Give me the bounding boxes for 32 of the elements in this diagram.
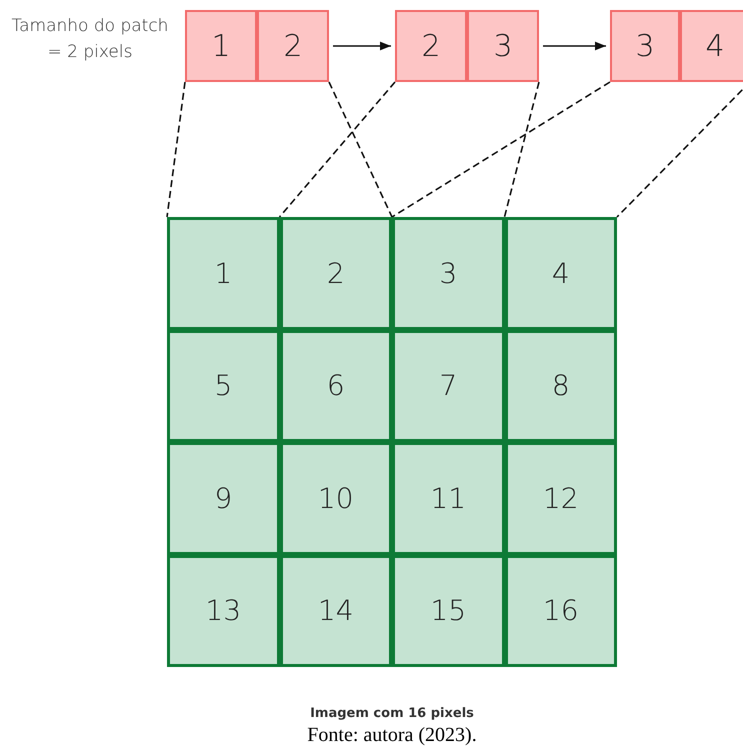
pixel-cell: 2 [280,217,392,330]
patch-cell: 1 [185,10,257,82]
source-caption: Fonte: autora (2023). [306,724,478,747]
pixel-cell: 3 [392,217,504,330]
pixel-cell: 14 [280,554,392,667]
arrow [333,42,391,50]
pixel-cell: 6 [280,330,392,442]
pixel-cell: 8 [504,330,617,442]
arrow [543,42,606,50]
pixel-cell: 1 [167,217,280,330]
patch-cell: 3 [467,10,539,82]
dashed-line [504,82,540,218]
pixel-cell: 12 [504,442,617,554]
patch-size-label: Tamanho do patch = 2 pixels [10,15,170,64]
pixel-cell: 9 [167,442,280,554]
patch-cell: 3 [610,10,680,82]
pixel-cell: 7 [392,330,504,442]
patch-cell: 4 [680,10,743,82]
pixel-cell: 10 [280,442,392,554]
image-caption: Imagem com 16 pixels [309,705,475,723]
dashed-line [392,81,610,218]
pixel-cell: 4 [504,217,617,330]
pixel-cell: 16 [504,554,617,667]
patch-cell: 2 [395,10,467,82]
pixel-cell: 5 [167,330,280,442]
dashed-line [166,82,186,218]
dashed-line [278,81,396,218]
pixel-cell: 11 [392,442,504,554]
patch-cell: 2 [257,10,329,82]
dashed-line [328,82,393,218]
pixel-cell: 13 [167,554,280,667]
pixel-cell: 15 [392,554,504,667]
